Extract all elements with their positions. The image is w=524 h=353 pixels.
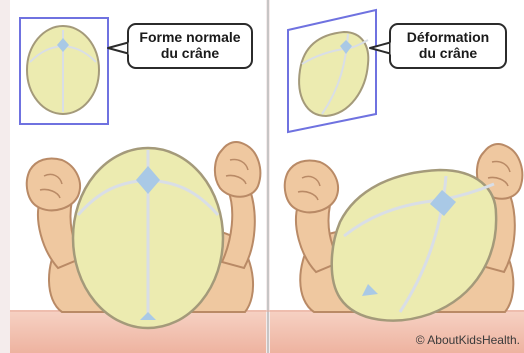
callout-label-normal: Forme normale du crâne <box>130 29 250 61</box>
callout-label-deformed: Déformation du crâne <box>392 29 504 61</box>
left-fist-right <box>285 160 338 212</box>
baby-normal <box>27 142 261 328</box>
right-fist <box>215 142 260 197</box>
left-fist <box>27 158 80 210</box>
copyright-credit: © AboutKidsHealth. <box>416 333 520 347</box>
